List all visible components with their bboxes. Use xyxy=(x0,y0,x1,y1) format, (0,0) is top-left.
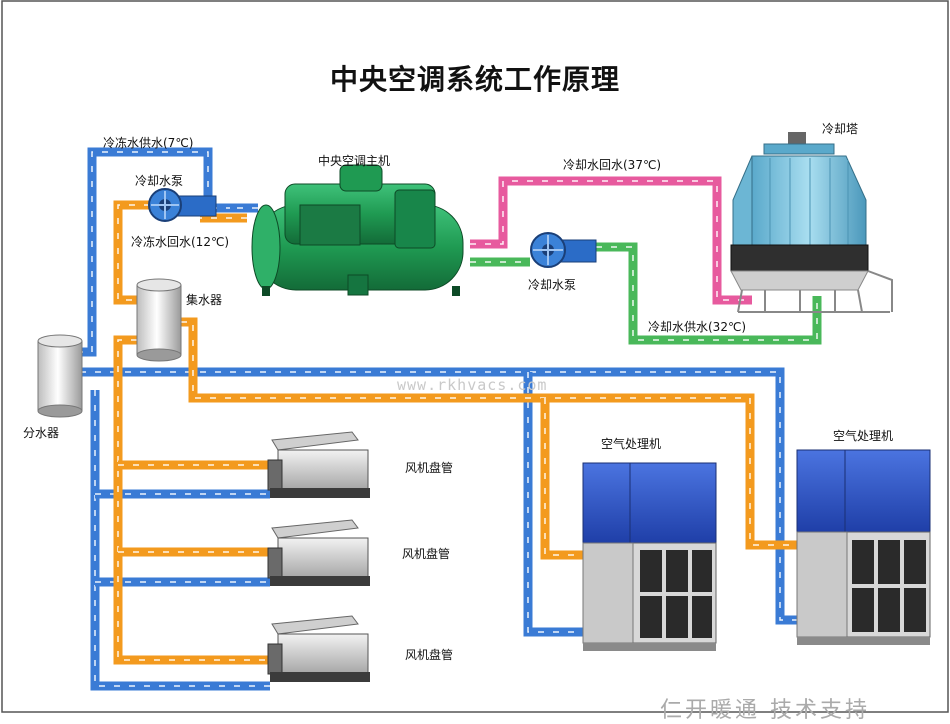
label-cooling-tower: 冷却塔 xyxy=(822,122,859,136)
label-collector: 集水器 xyxy=(186,293,223,307)
fan-coil-unit-1 xyxy=(267,431,370,498)
chiller-unit xyxy=(251,164,464,296)
label-fcu-3: 风机盘管 xyxy=(405,648,454,662)
label-cooling-supply: 冷却水供水(32℃) xyxy=(648,320,747,334)
label-chiller: 中央空调主机 xyxy=(318,154,391,168)
pipe-collector-return xyxy=(181,317,838,550)
label-pump-right: 冷却水泵 xyxy=(528,278,577,292)
fan-coil-unit-3 xyxy=(267,615,370,682)
left-pump-icon xyxy=(148,188,217,222)
label-ahu-1: 空气处理机 xyxy=(601,437,662,451)
air-handling-unit-1 xyxy=(582,462,717,651)
label-distributor: 分水器 xyxy=(23,426,60,440)
label-pump-left: 冷却水泵 xyxy=(135,174,184,188)
collector-tank xyxy=(136,278,182,362)
pipe-chilled-return-main xyxy=(113,200,150,305)
cooling-tower xyxy=(730,132,893,313)
pipe-supply-riser-1 xyxy=(90,390,270,691)
pipe-cooling-return xyxy=(470,176,752,305)
air-handling-unit-2 xyxy=(796,449,931,645)
distributor-tank xyxy=(37,334,83,418)
pipe-return-riser xyxy=(113,335,275,665)
page-title: 中央空调系统工作原理 xyxy=(329,63,620,96)
label-fcu-2: 风机盘管 xyxy=(402,547,451,561)
label-ahu-2: 空气处理机 xyxy=(833,429,894,443)
pipe-cooling-supply xyxy=(596,242,822,345)
watermark-text: www.rkhvacs.com xyxy=(397,376,548,394)
right-pump-icon xyxy=(530,232,597,268)
fan-coil-unit-2 xyxy=(267,519,370,586)
label-fcu-1: 风机盘管 xyxy=(405,461,454,475)
label-chilled-supply: 冷冻水供水(7℃) xyxy=(103,136,194,150)
support-text: 仁开暖通 技术支持 xyxy=(660,698,870,723)
label-chilled-return: 冷冻水回水(12℃) xyxy=(131,235,230,249)
label-cooling-return: 冷却水回水(37℃) xyxy=(563,158,662,172)
